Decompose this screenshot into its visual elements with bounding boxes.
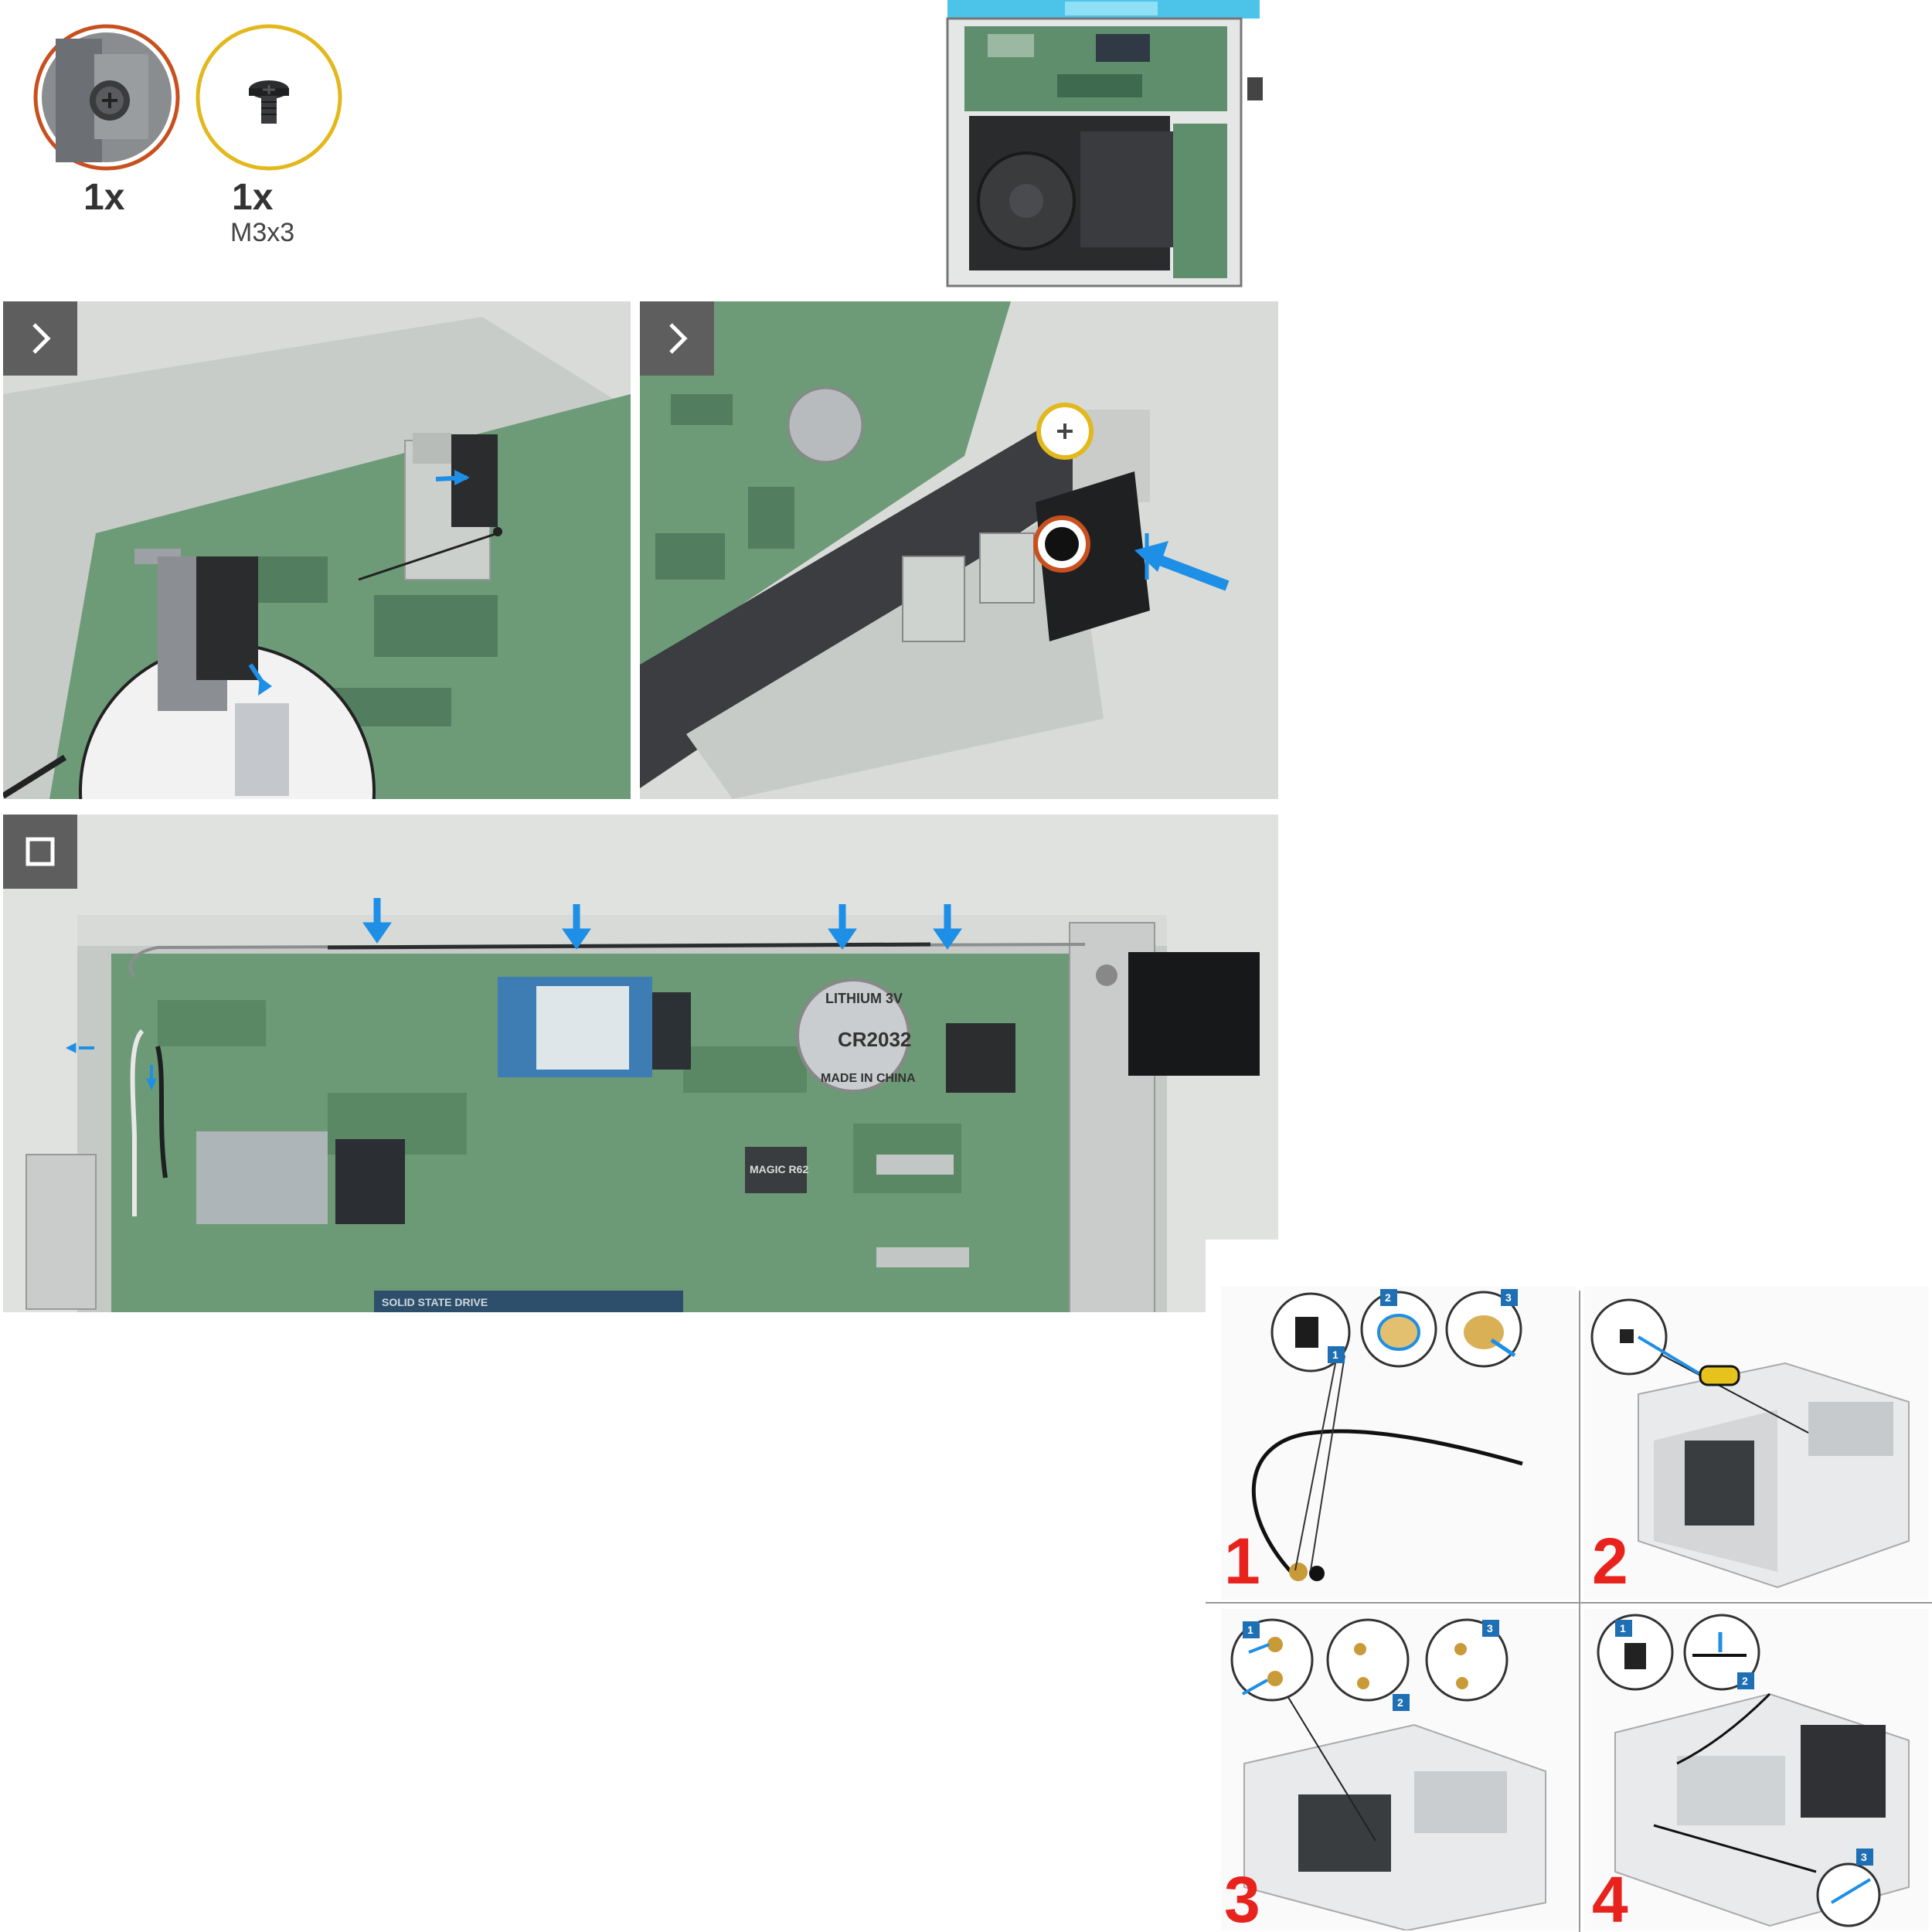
step-number-1: 1 [1224, 1525, 1260, 1597]
external-antenna-steps: 1 2 3 1 2 [1206, 1240, 1932, 1932]
antenna-step-1: 1 2 3 1 [1221, 1286, 1577, 1600]
badge-4-1: 1 [1620, 1622, 1626, 1634]
step-panel-3: LITHIUM 3V CR2032 MADE IN CHINA MAGIC R6… [3, 815, 1278, 1312]
antenna-step-4: 1 2 3 4 [1584, 1609, 1929, 1930]
chevron-right-icon [669, 323, 688, 354]
battery-label-line3: MADE IN CHINA [821, 1072, 916, 1085]
step-2-button[interactable] [640, 301, 714, 376]
screw-1-quantity: 1x [83, 177, 125, 218]
antenna-step-2: 2 [1584, 1286, 1929, 1600]
chevron-right-icon [32, 323, 51, 354]
screw-location-icon [32, 23, 181, 172]
step-1-button[interactable] [3, 301, 77, 376]
battery-label-line1: LITHIUM 3V [825, 991, 903, 1006]
badge-1-3: 3 [1505, 1291, 1512, 1304]
system-overview-image [941, 0, 1266, 287]
step-number-2: 2 [1592, 1525, 1628, 1597]
step-3-button[interactable] [3, 815, 77, 889]
badge-3-1: 1 [1247, 1624, 1253, 1636]
square-stop-icon [26, 837, 55, 866]
badge-3-2: 2 [1397, 1696, 1403, 1709]
badge-4-2: 2 [1742, 1675, 1748, 1687]
step-number-4: 4 [1592, 1863, 1628, 1930]
antenna-step-3: 1 2 3 3 [1221, 1609, 1577, 1930]
badge-1-2: 2 [1385, 1291, 1391, 1304]
screw-m3x3-icon [195, 23, 343, 172]
step-panel-1 [3, 301, 631, 799]
battery-label-line2: CR2032 [838, 1028, 911, 1051]
step-number-3: 3 [1224, 1863, 1260, 1930]
chip-label: MAGIC R62 [750, 1163, 808, 1175]
ssd-label: SOLID STATE DRIVE [382, 1296, 488, 1308]
badge-3-3: 3 [1487, 1622, 1493, 1634]
badge-4-3: 3 [1861, 1851, 1867, 1863]
screw-2-spec: M3x3 [230, 218, 295, 247]
screw-2-quantity: 1x [232, 177, 274, 218]
step-panel-2 [640, 301, 1278, 799]
screw-legend: 1x 1x M3x3 [0, 0, 355, 263]
badge-1-1: 1 [1332, 1349, 1338, 1361]
